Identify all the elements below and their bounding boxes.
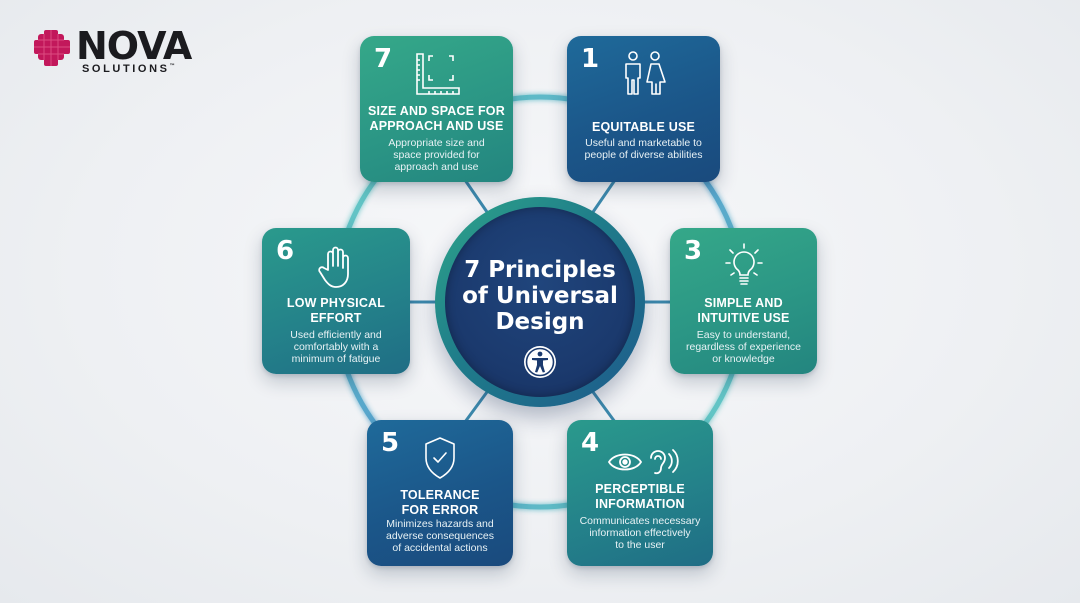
principle-description: Appropriate size and space provided for … — [388, 137, 485, 173]
principle-title: TOLERANCE FOR ERROR — [400, 488, 480, 517]
principle-number: 5 — [381, 428, 400, 458]
principle-description: Easy to understand, regardless of experi… — [686, 329, 801, 365]
principle-number: 7 — [374, 44, 393, 74]
principle-title: LOW PHYSICAL EFFORT — [286, 296, 386, 325]
lightbulb-icon — [724, 243, 763, 285]
logo-subtitle: SOLUTIONS™ — [82, 63, 175, 75]
nova-solutions-logo: NOVA SOLUTIONS™ — [32, 26, 202, 76]
principle-number: 4 — [581, 428, 600, 458]
principle-title: PERCEPTIBLE INFORMATION — [595, 482, 685, 511]
shield-check-icon — [425, 437, 455, 479]
principle-card-3: 3 SIMPLE AND INTUITIVE USE Easy to under… — [670, 228, 817, 374]
principle-card-4: 4 PERCEPTIBLE INFORMATION Communicates n… — [567, 420, 713, 566]
people-icon — [624, 51, 666, 95]
principle-card-1: 1 EQUITABLE USE Useful and marketable to… — [567, 36, 720, 182]
principle-title: SIZE AND SPACE FOR APPROACH AND USE — [368, 104, 505, 133]
principle-card-7: 7 SIZE AND SPACE FOR APPROACH AND USE Ap… — [360, 36, 513, 182]
eye-ear-icon — [607, 449, 679, 475]
principle-description: Communicates necessary information effec… — [579, 515, 701, 551]
principle-description: Used efficiently and comfortably with a … — [290, 329, 382, 365]
principle-card-5: 5 TOLERANCE FOR ERROR Minimizes hazards … — [367, 420, 513, 566]
principle-card-6: 6 LOW PHYSICAL EFFORT Used efficiently a… — [262, 228, 410, 374]
principle-number: 6 — [276, 236, 295, 266]
principle-description: Minimizes hazards and adverse consequenc… — [386, 518, 494, 554]
logo-mark-icon — [34, 30, 70, 66]
center-title-circle: 7 Principles of Universal Design — [435, 197, 645, 407]
principle-title: SIMPLE AND INTUITIVE USE — [697, 296, 790, 325]
hand-icon — [318, 246, 349, 288]
principle-description: Useful and marketable to people of diver… — [584, 137, 703, 161]
principle-title: EQUITABLE USE — [591, 120, 696, 134]
ruler-space-icon — [415, 53, 460, 95]
principle-number: 3 — [684, 236, 703, 266]
accessibility-icon — [524, 346, 556, 378]
principle-number: 1 — [581, 44, 600, 74]
logo-wordmark: NOVA — [76, 24, 192, 68]
center-title: 7 Principles of Universal Design — [462, 257, 618, 335]
